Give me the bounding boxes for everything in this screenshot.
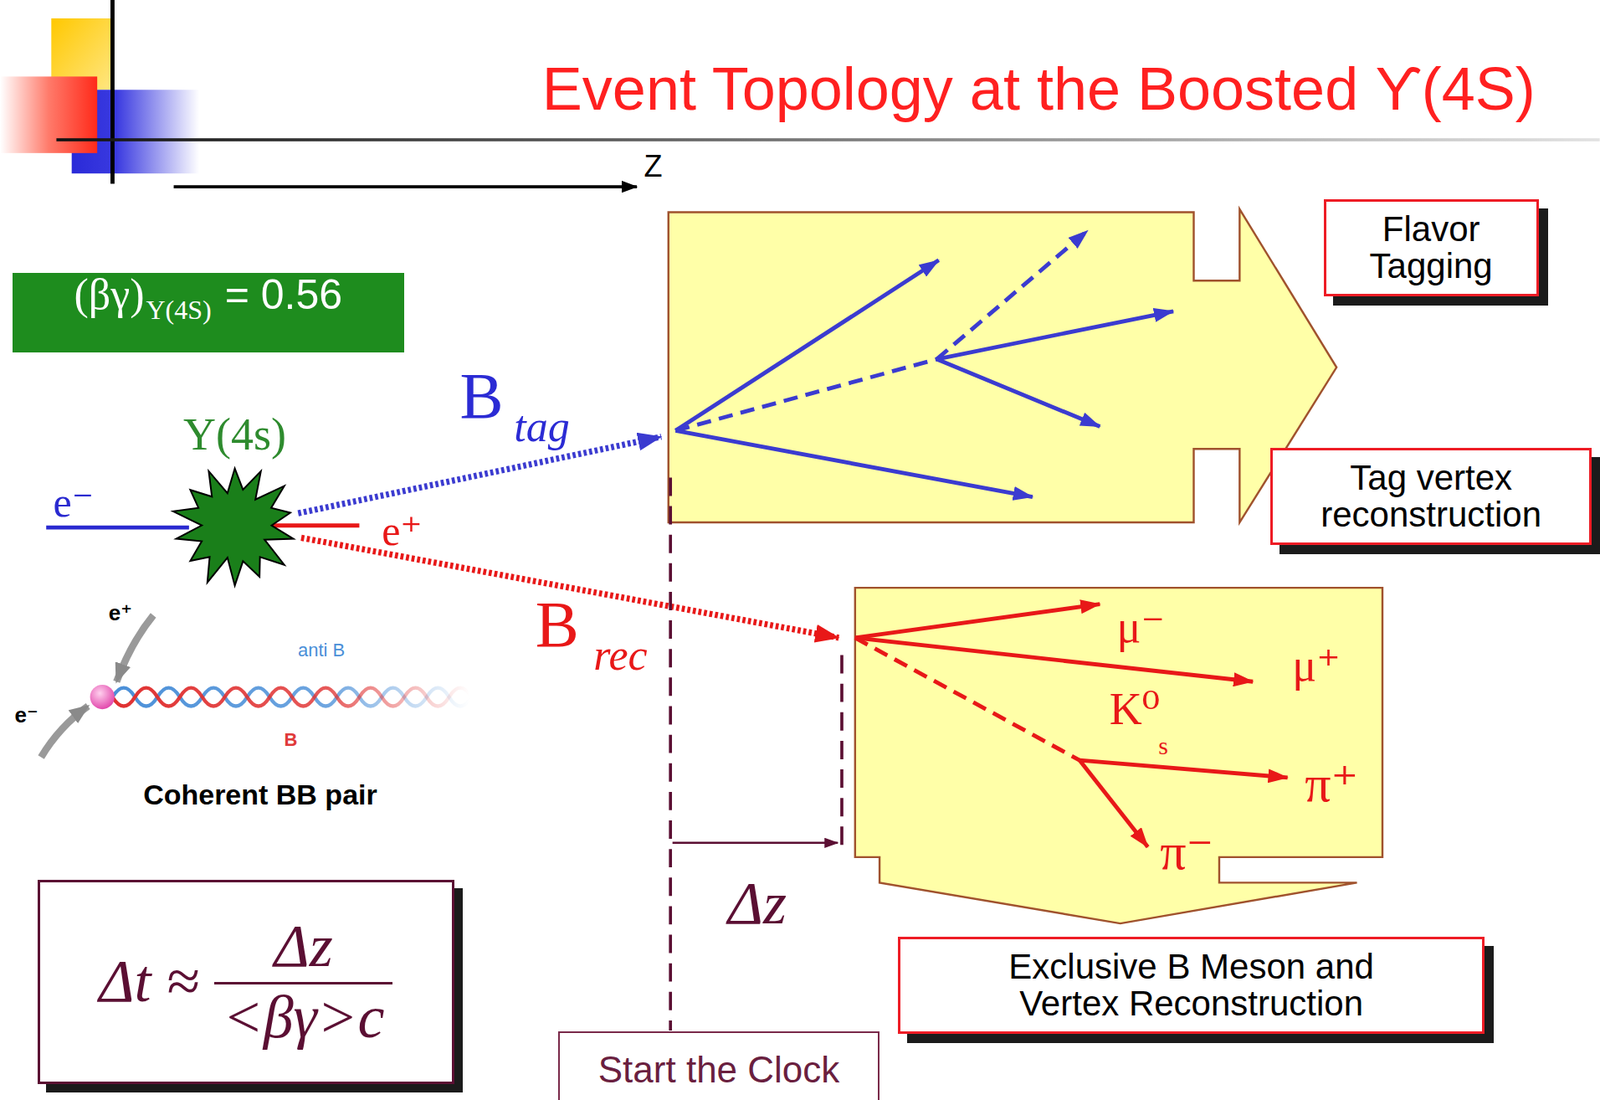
particle-label: π⁻ [1159,825,1214,877]
track [1079,759,1149,847]
z-axis [174,184,637,189]
positron-beam [267,523,360,528]
rec-block-arrow [855,587,1383,924]
track [675,430,1033,497]
track [855,604,1101,638]
formula-denominator: <βγ>c [214,984,393,1050]
track [855,637,1253,682]
step-label: Flavor Tagging [1343,210,1519,285]
step-box: Tag vertex reconstruction [1270,447,1592,545]
formula-box: Δt ≈Δz<βγ>c [37,879,455,1084]
helix-strand [112,687,472,707]
deco-square [0,76,98,153]
particle-label: μ⁺ [1292,642,1340,688]
meson-subscript: rec [593,633,647,677]
inset-beam-label: e⁻ [15,703,39,726]
inset-beam-label: e⁺ [108,601,133,624]
rec-time-line [840,655,844,847]
meson-subscript: tag [513,405,570,449]
beta-gamma: (βγ) [73,272,144,317]
neutral-track [936,230,1088,359]
neutral-track [855,637,1080,760]
meson-label: B [535,591,580,657]
inset-caption: Coherent BB pair [143,779,378,809]
neutral-track [675,358,937,431]
upsilon-starburst: Υ(4s) [169,410,301,592]
step-box: Exclusive B Meson and Vertex Reconstruct… [897,936,1485,1034]
deco-line [110,0,115,184]
btag-flight [297,436,662,513]
particle-label: μ⁻ [1117,604,1165,650]
tag-block-arrow [668,209,1337,523]
clock-label: Start the Clock [598,1049,841,1090]
step-label: Exclusive B Meson and Vertex Reconstruct… [990,948,1393,1022]
beam-label: e⁻ [52,481,94,524]
formula-numerator: Δz [266,914,342,982]
boost-subscript: Υ(4S) [145,296,211,324]
step-label: Tag vertex reconstruction [1305,459,1557,534]
beam-arrow [116,615,154,682]
slide-title: Event Topology at the Boosted ϒ(4S) [542,58,1536,119]
track [936,311,1174,359]
tag-time-line [668,476,672,1031]
track [1079,759,1288,778]
starburst [169,459,301,591]
resonance-label: Υ(4s) [183,410,287,460]
particle-label: π⁺ [1304,757,1359,810]
title-rule [56,138,1600,142]
inset-meson-label: B [284,730,298,749]
inset-meson-label: anti B [297,641,345,660]
meson-label: B [460,363,504,429]
formula-lhs: Δt ≈ [98,949,200,1014]
axis-label: Z [643,151,662,182]
particle-label: K⁰ [1109,686,1161,732]
clock-box: Start the Clock [558,1030,880,1100]
boost-box: (βγ)Υ(4S) = 0.56 [12,272,405,353]
boost-value: = 0.56 [225,273,343,316]
starburst-shape [173,468,294,586]
electron-beam [46,525,190,530]
beam-label: e⁺ [381,509,423,552]
beam-arrow [41,705,88,757]
step-box: Flavor Tagging [1323,199,1539,297]
delta-z-label: Δz [728,872,787,934]
fraction: Δz<βγ>c [214,914,393,1049]
track [675,260,939,431]
delta-z-arrow [672,841,838,844]
track [936,358,1100,426]
helix-strand [112,687,472,707]
particle-subscript: s [1158,733,1169,759]
collision-ball [90,684,115,709]
